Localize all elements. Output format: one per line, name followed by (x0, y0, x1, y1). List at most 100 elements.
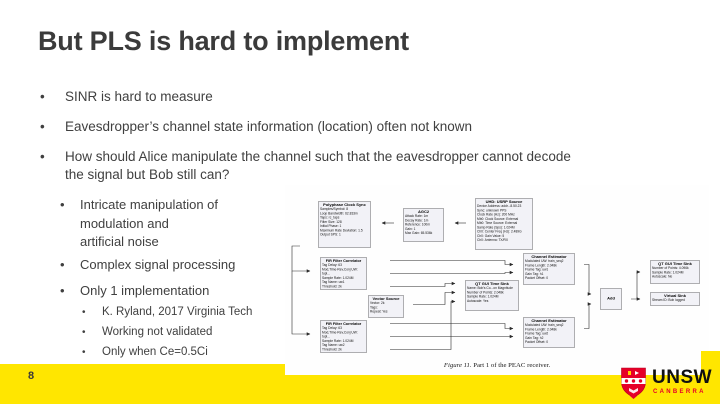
subsubbullet-ryland: • K. Ryland, 2017 Virginia Tech (82, 305, 252, 320)
block-title: FIR Filter Correlator (325, 258, 362, 264)
ports-right: in (371, 220, 372, 227)
port-in: in (465, 290, 466, 297)
block-title: QT GUI Time Sink (475, 281, 509, 287)
bullet-marker: • (60, 257, 65, 272)
bullet-text: Working not validated (102, 326, 213, 338)
ports-left: in (650, 296, 651, 303)
block-channel-estimator-2: Channel Estimator Modulated UW: train_se… (523, 317, 575, 348)
bullet-text: SINR is hard to measure (65, 89, 213, 104)
block-vector-source: Vector Source Vector: 2k Tags: Repeat: Y… (368, 295, 404, 318)
bullet-text: Eavesdropper’s channel state information… (65, 119, 472, 134)
block-params: Samples/Symbol: 8 Loop Bandwidth: 62.833… (320, 207, 363, 237)
ports-left: in (320, 331, 321, 338)
page-number: 8 (28, 370, 35, 382)
block-params: Tag Delay: 63 Mod,Time-Rev,Conj UW: tupl… (322, 326, 358, 352)
block-title: Channel Estimator (531, 318, 567, 324)
block-add: Add in in out (600, 288, 622, 310)
bullet-marker: • (40, 89, 45, 104)
bullet-alice-channel: • How should Alice manipulate the channe… (40, 148, 571, 184)
block-title: QT GUI Time Sink (658, 261, 692, 267)
block-title: Virtual Sink (664, 293, 686, 299)
port-in: in (320, 331, 321, 338)
ports-right: outcorrcorr^2 (367, 258, 368, 291)
block-title: AGC2 (417, 209, 430, 215)
block-title: UHD: USRP Source (485, 199, 523, 205)
port-corr: corr (367, 271, 368, 278)
logo-subtitle: CANBERRA (653, 389, 706, 395)
bullet-text: Only 1 implementation (80, 283, 210, 298)
block-uhd-usrp-source: UHD: USRP Source Device Address: addr...… (475, 198, 533, 250)
bullet-marker: • (82, 307, 86, 318)
bullet-marker: • (40, 149, 45, 164)
ports-left: out (475, 220, 476, 227)
port-corr: corr (523, 334, 524, 341)
block-params: Name: Bob's Co...on Magnitude Number of … (467, 286, 513, 303)
block-params: Number of Points: 4.096k Sample Rate: 1.… (652, 266, 689, 279)
port-out: out (575, 326, 576, 333)
port-out: out (367, 258, 368, 265)
bullet-marker: • (60, 283, 65, 298)
block-params: Tag Delay: 63 Mod,Time-Rev,Conj UW: tupl… (322, 263, 358, 289)
port-in: in (465, 281, 466, 288)
port-in: in (465, 299, 466, 306)
figure-caption-number: Figure 11. (443, 361, 472, 369)
port-out: out (475, 220, 476, 227)
port-in: in (444, 220, 445, 227)
port-in: in (523, 262, 524, 269)
figure-caption: Figure 11. Part 1 of the PEAC receiver. (285, 361, 709, 369)
block-title: Channel Estimator (531, 254, 567, 260)
bullet-marker: • (60, 197, 65, 212)
block-title: FIR Filter Correlator (325, 321, 362, 327)
subbullet-one-implementation: • Only 1 implementation (60, 282, 209, 301)
port-corr: corr (523, 270, 524, 277)
slide-title: But PLS is hard to implement (38, 26, 409, 56)
ports-right: out (575, 262, 576, 269)
ports-left: in in (600, 291, 601, 308)
ports-right: in (444, 220, 445, 227)
block-title: Vector Source (372, 296, 400, 302)
logo-title: UNSW (652, 367, 713, 388)
figure-peac-receiver-flowgraph: Polyphase Clock Sync Samples/Symbol: 8 L… (285, 185, 709, 375)
unsw-crest-icon (621, 367, 646, 399)
bullet-marker: • (82, 347, 86, 358)
block-title: Add (607, 296, 615, 301)
block-agc2: AGC2 Attack Rate: 1m Decay Rate: 1m Refe… (403, 208, 444, 242)
ports-left: in (650, 269, 651, 276)
bullet-text: Intricate manipulation of modulation and… (80, 197, 219, 249)
block-qt-gui-time-sink-right: QT GUI Time Sink Number of Points: 4.096… (650, 260, 700, 284)
port-out: out (575, 262, 576, 269)
block-fir-filter-correlator-2: FIR Filter Correlator Tag Delay: 63 Mod,… (320, 320, 367, 353)
ports-left: incorr (523, 326, 524, 341)
block-polyphase-clock-sync: Polyphase Clock Sync Samples/Symbol: 8 L… (318, 201, 371, 248)
block-params: Modulated UW: train_seq2 Frame Length: 2… (525, 259, 564, 281)
block-params: Vector: 2k Tags: Repeat: Yes (370, 301, 388, 314)
bullet-text: Complex signal processing (80, 257, 236, 272)
subbullet-complex-processing: • Complex signal processing (60, 256, 235, 275)
flowgraph-wires (291, 221, 641, 350)
port-out: out (367, 321, 368, 328)
ports-right: command (533, 221, 534, 228)
subsubbullet-ce-condition: • Only when Ce=0.5Ci (82, 345, 208, 360)
port-in: in (650, 296, 651, 303)
port-in: in (650, 269, 651, 276)
ports-left: out (403, 220, 404, 227)
ports-right: out (404, 302, 405, 309)
subsubbullet-not-validated: • Working not validated (82, 325, 212, 340)
unsw-canberra-logo: UNSW CANBERRA (618, 366, 718, 402)
block-channel-estimator-1: Channel Estimator Modulated UW: train_se… (523, 253, 575, 285)
port-in: in (600, 291, 601, 298)
block-title: Polyphase Clock Sync (323, 202, 366, 208)
ports-left: in (320, 268, 321, 275)
ports-right: outcorrcorr^2 (367, 321, 368, 354)
port-in: in (600, 301, 601, 308)
port-out: out (622, 296, 623, 303)
ports-left: in in in (465, 281, 466, 306)
block-qt-gui-time-sink-bob: QT GUI Time Sink Name: Bob's Co...on Mag… (465, 280, 519, 311)
port-command: command (533, 221, 534, 228)
port-corr-2: corr^2 (367, 347, 368, 354)
figure-caption-text: Part 1 of the PEAC receiver. (471, 361, 551, 369)
bullet-eavesdropper: • Eavesdropper’s channel state informati… (40, 118, 472, 136)
bullet-text: K. Ryland, 2017 Virginia Tech (102, 306, 253, 318)
block-params: Modulated UW: train_seq2 Frame Length: 2… (525, 323, 564, 345)
